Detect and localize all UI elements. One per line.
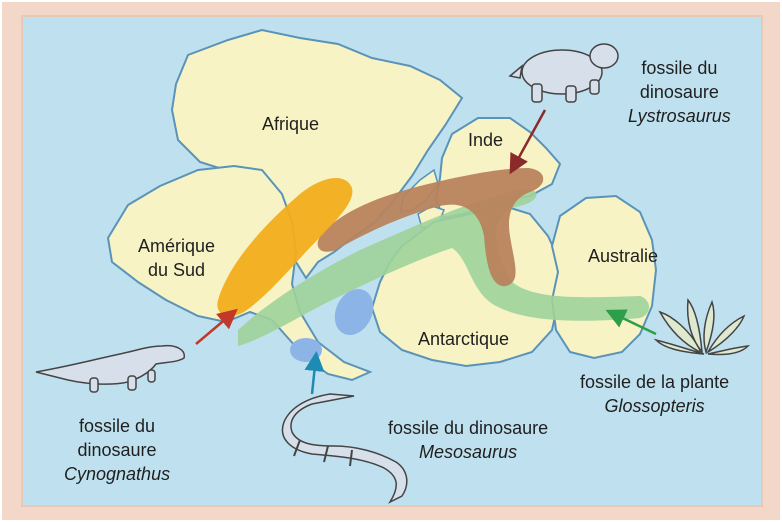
lystrosaurus-icon — [508, 43, 619, 103]
zone-mesosaurus-1 — [334, 288, 374, 336]
zone-lystrosaurus — [317, 168, 544, 287]
cynognathus-icon — [35, 344, 185, 393]
arrow-lystrosaurus — [509, 109, 547, 175]
caption-cynognathus-line1: fossile du — [79, 416, 156, 436]
caption-glossopteris: fossile de la plante Glossopteris — [580, 370, 729, 418]
caption-cynognathus: fossile du dinosaure Cynognathus — [64, 414, 170, 486]
caption-cynognathus-name: Cynognathus — [64, 464, 171, 484]
arrow-cynognathus — [195, 308, 238, 345]
label-amerique-du-sud: Amérique du Sud — [138, 234, 215, 282]
mesosaurus-icon — [281, 393, 408, 504]
label-antarctique: Antarctique — [418, 329, 510, 349]
label-afrique: Afrique — [262, 114, 320, 134]
label-amerique-line1: Amérique — [138, 236, 216, 256]
zone-mesosaurus-2 — [290, 338, 322, 362]
caption-mesosaurus: fossile du dinosaure Mesosaurus — [388, 416, 548, 464]
zone-glossopteris — [238, 189, 649, 346]
label-amerique-line2: du Sud — [147, 260, 206, 280]
caption-glossopteris-name: Glossopteris — [604, 396, 705, 416]
glossopteris-plant-icon — [653, 298, 751, 356]
caption-mesosaurus-name: Mesosaurus — [419, 442, 518, 462]
caption-lystrosaurus-line1: fossile du — [641, 58, 718, 78]
caption-lystrosaurus-name: Lystrosaurus — [628, 106, 731, 126]
caption-lystrosaurus: fossile du dinosaure Lystrosaurus — [628, 56, 731, 128]
arrow-mesosaurus — [304, 351, 325, 395]
zone-cynognathus — [217, 177, 353, 316]
caption-glossopteris-line1: fossile de la plante — [580, 372, 730, 392]
caption-lystrosaurus-line2: dinosaure — [639, 82, 719, 102]
caption-cynognathus-line2: dinosaure — [77, 440, 157, 460]
arrow-glossopteris — [605, 309, 657, 336]
continent-australie — [550, 194, 658, 360]
label-inde: Inde — [468, 130, 504, 150]
caption-mesosaurus-line1: fossile du dinosaure — [388, 418, 549, 438]
label-australie: Australie — [588, 246, 659, 266]
